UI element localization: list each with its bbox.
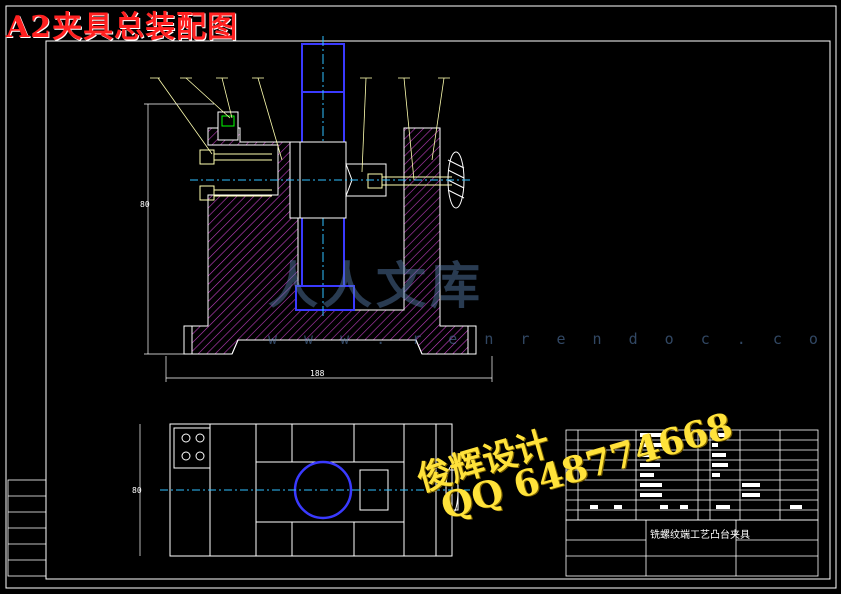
dimension-height: 80 bbox=[140, 200, 150, 209]
sheet-inner-frame bbox=[45, 40, 831, 580]
part-leaders bbox=[150, 77, 450, 181]
left-margin-table bbox=[7, 479, 47, 577]
drawing-title: A2夹具总装配图 bbox=[6, 10, 239, 45]
clamp-screw bbox=[367, 173, 452, 189]
parts-list-glyphs bbox=[590, 433, 802, 509]
bolt-lower bbox=[199, 185, 272, 201]
bolt-upper bbox=[199, 149, 272, 165]
title-block-drawing-name: 铣螺纹端工艺凸台夹具 bbox=[650, 530, 750, 541]
front-view bbox=[144, 36, 493, 382]
base-pocket bbox=[231, 339, 423, 355]
dimension-side: 80 bbox=[132, 486, 142, 495]
dimension-width: 188 bbox=[310, 369, 325, 378]
base-foot-right bbox=[467, 325, 477, 355]
dimension-lines bbox=[144, 103, 493, 382]
top-view bbox=[139, 423, 470, 557]
screw-head-block bbox=[173, 427, 211, 469]
handwheel-top bbox=[445, 465, 459, 515]
sheet-outer-frame bbox=[5, 5, 837, 589]
shaft-collar bbox=[295, 285, 355, 311]
base-foot-left bbox=[183, 325, 193, 355]
parts-list bbox=[565, 429, 819, 577]
